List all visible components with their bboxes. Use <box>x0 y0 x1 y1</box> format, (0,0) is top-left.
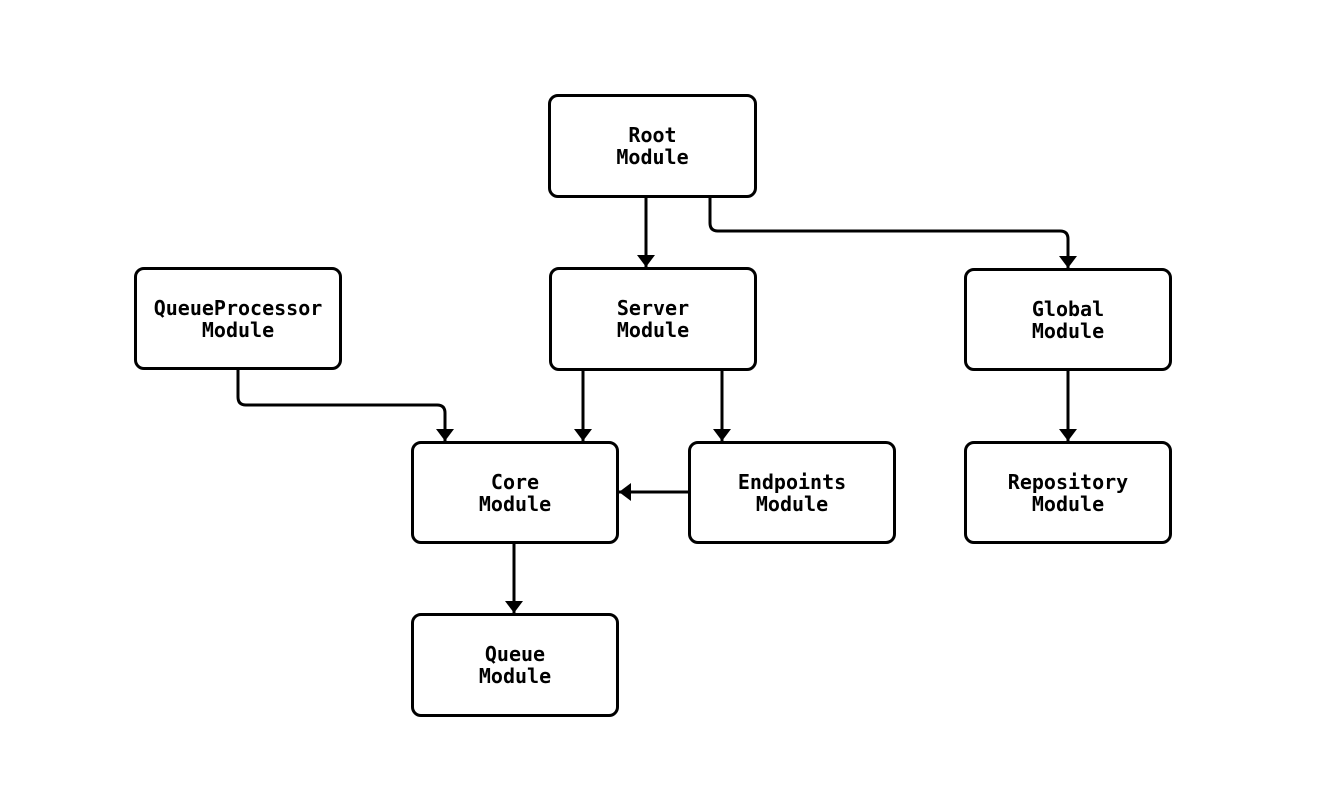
node-queue-module: Queue Module <box>411 613 619 717</box>
node-queueprocessor-module: QueueProcessor Module <box>134 267 342 370</box>
node-core-module: Core Module <box>411 441 619 544</box>
node-global-module: Global Module <box>964 268 1172 371</box>
node-label: Endpoints Module <box>737 469 847 516</box>
node-label: QueueProcessor Module <box>153 295 323 342</box>
node-label: Queue Module <box>478 642 552 688</box>
node-label: Root Module <box>616 123 689 169</box>
node-server-module: Server Module <box>549 267 757 371</box>
node-label: Server Module <box>616 296 690 342</box>
node-label: Global Module <box>1031 296 1105 343</box>
node-label: Core Module <box>478 469 552 516</box>
node-endpoints-module: Endpoints Module <box>688 441 896 544</box>
edge-root-to-global <box>708 198 1077 268</box>
node-repository-module: Repository Module <box>964 441 1172 544</box>
node-root-module: Root Module <box>548 94 757 198</box>
edge-queueprocessor-to-core <box>236 370 454 441</box>
node-label: Repository Module <box>1007 469 1129 516</box>
